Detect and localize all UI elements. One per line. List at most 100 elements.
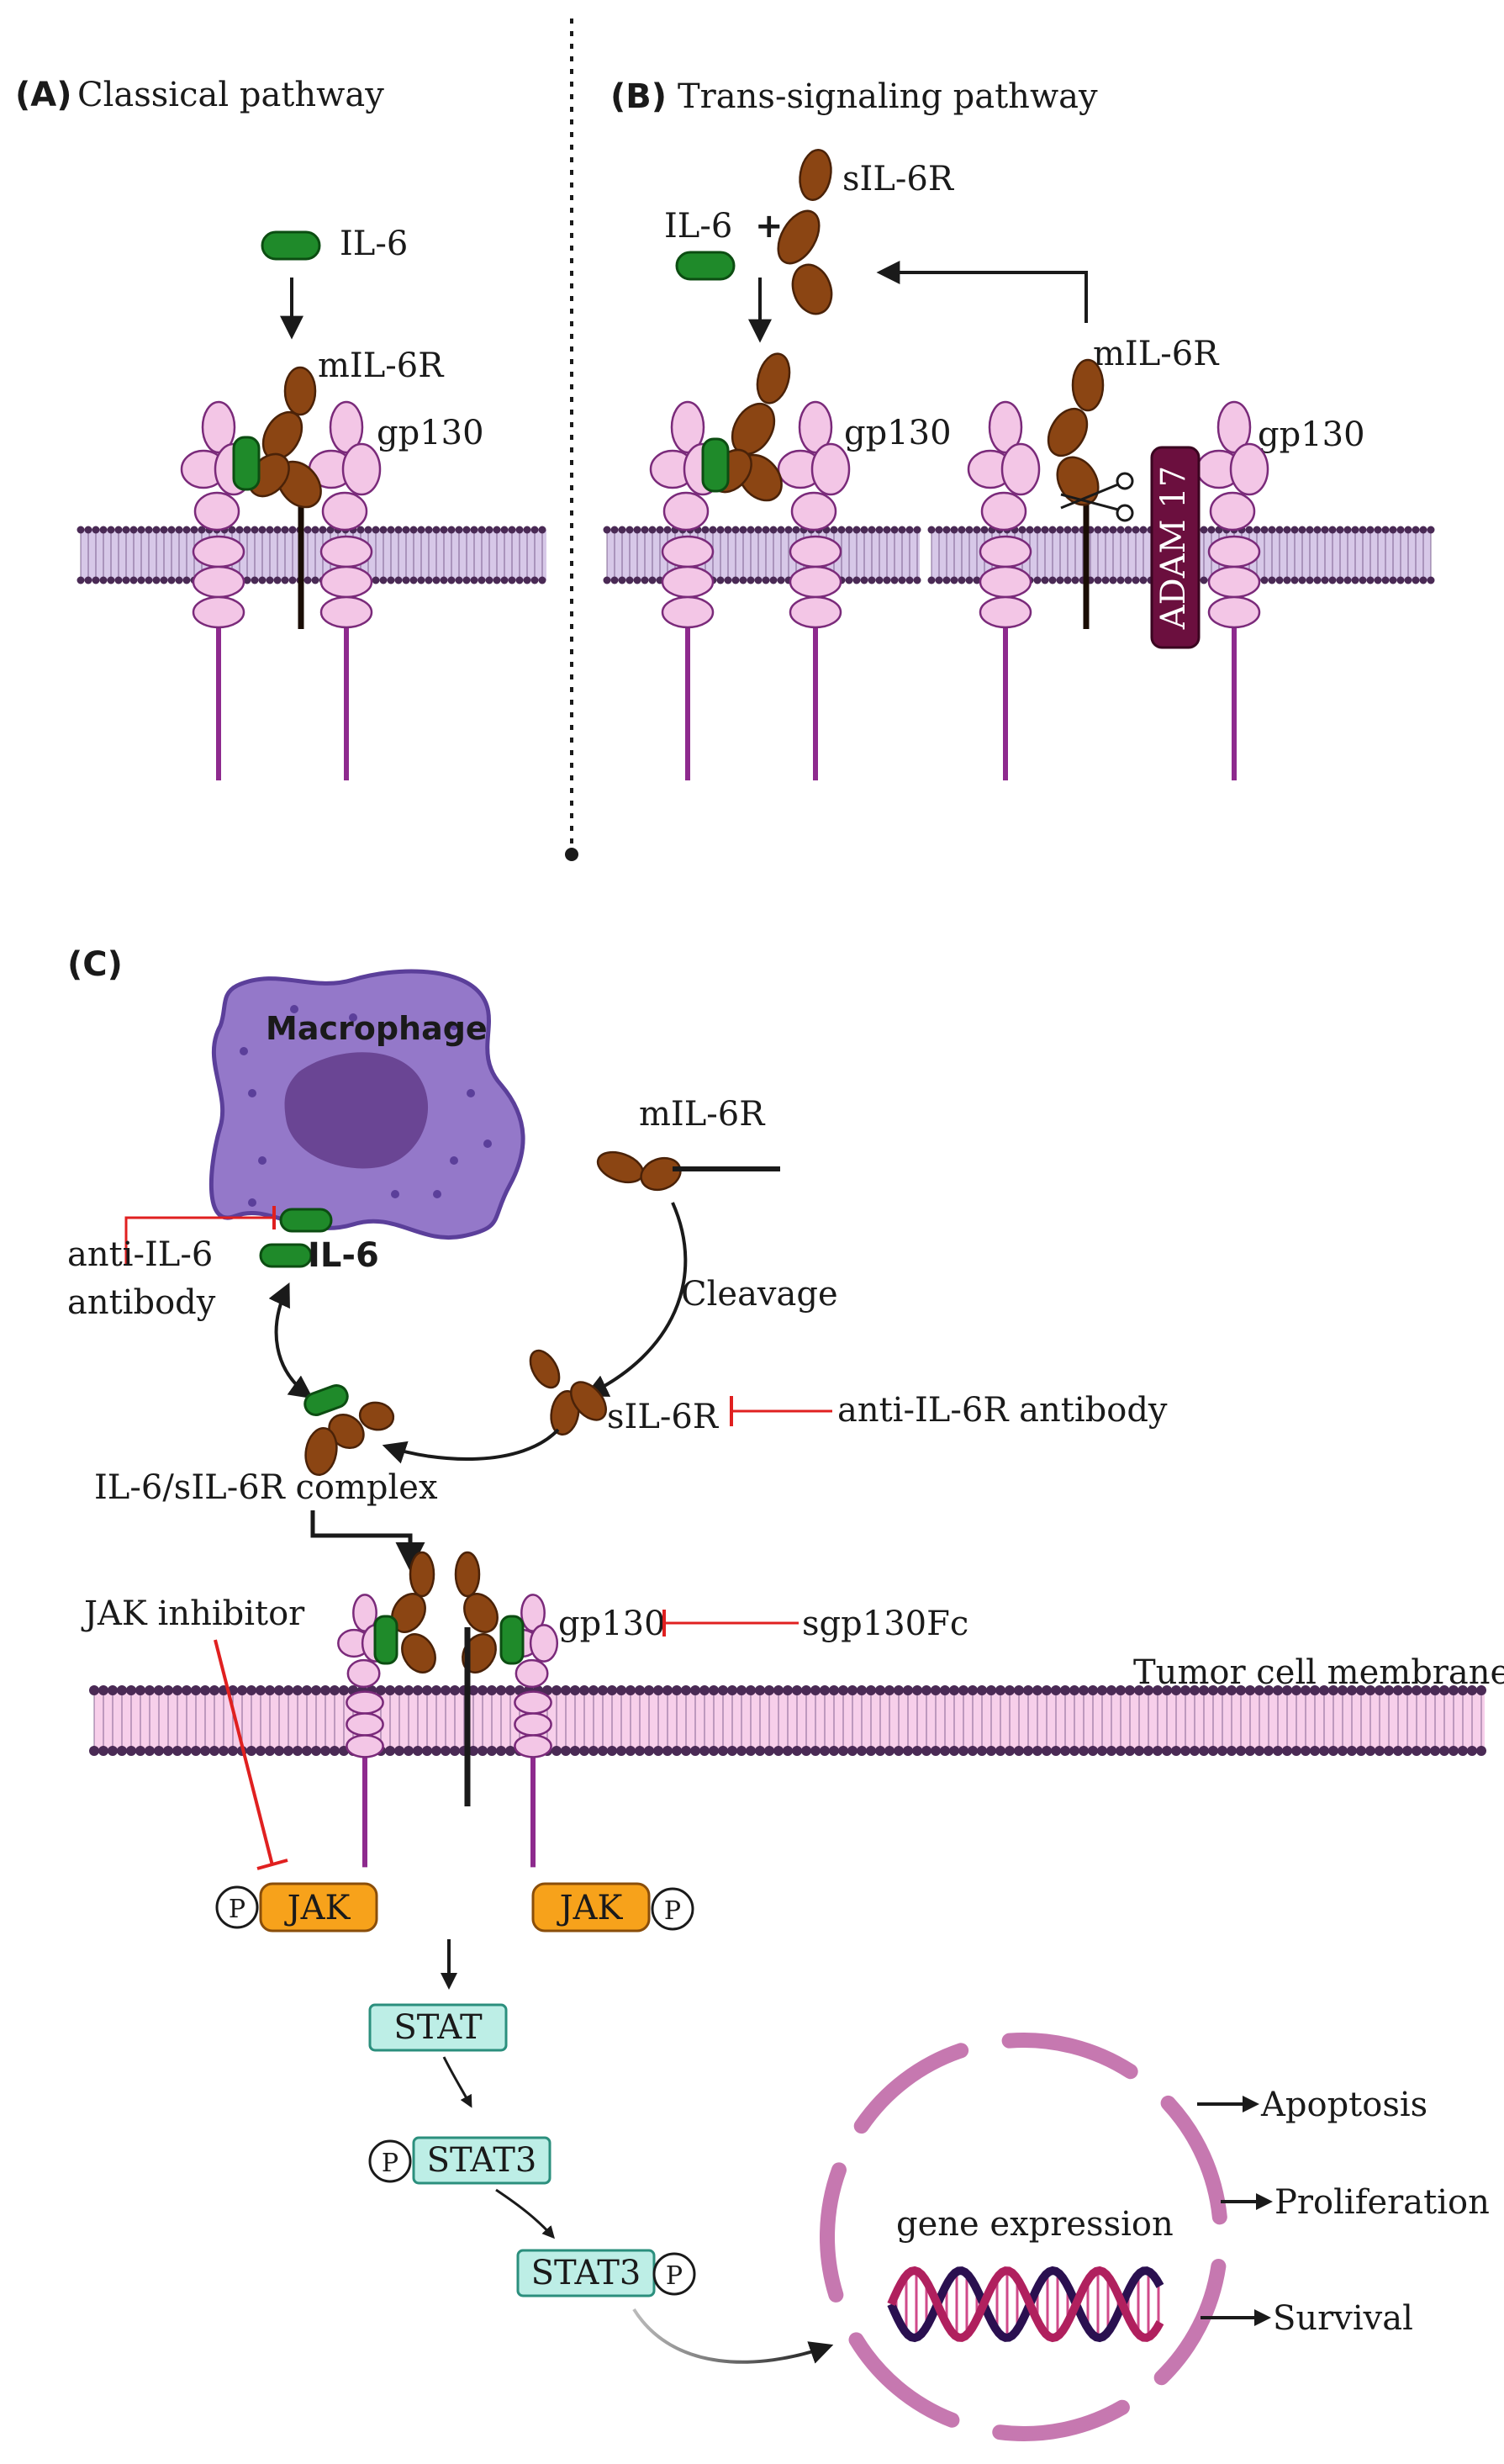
membrane-c-lipid-head: [1356, 1746, 1366, 1756]
membrane-c-lipid-head: [1125, 1685, 1135, 1695]
membrane-a-lipid-head: [500, 526, 509, 534]
anti-il6-label-1: anti-IL-6: [67, 1235, 213, 1274]
membrane-c-lipid-head: [1365, 1685, 1375, 1695]
membrane-b-left-lipid-head: [633, 526, 641, 534]
phospho-label-jak-right: P: [664, 1896, 681, 1926]
membrane-a-lipid-head: [145, 576, 153, 584]
membrane-a-lipid-head: [167, 576, 176, 584]
gp130-domain: [514, 1690, 552, 1715]
membrane-b-left-lipid-head: [762, 526, 770, 534]
membrane-c-lipid-head: [89, 1685, 99, 1695]
membrane-c-lipid-head: [1088, 1746, 1098, 1756]
membrane-b-left-lipid-head: [784, 526, 793, 534]
membrane-c-lipid-head: [182, 1685, 192, 1695]
membrane-b-left-lipid-head: [868, 526, 876, 534]
sil6r-receptor-c: [529, 1349, 607, 1436]
membrane-c-lipid-head: [478, 1685, 488, 1695]
membrane-c-lipid-head: [117, 1746, 127, 1756]
phospho-label-stat3-b: P: [666, 2261, 683, 2291]
membrane-a-lipid-head: [440, 576, 448, 584]
membrane-b-right-lipid-head: [1132, 526, 1140, 534]
membrane-b-right-lipid-head: [1033, 526, 1042, 534]
membrane-b-right-lipid-head: [1132, 576, 1140, 584]
membrane-a-lipid-head: [493, 576, 501, 584]
membrane-c-lipid-head: [320, 1746, 330, 1756]
membrane-c-lipid-head: [921, 1746, 931, 1756]
membrane-c-lipid-head: [1051, 1685, 1061, 1695]
membrane-c-lipid-head: [478, 1746, 488, 1756]
stat-to-stat3-arrow: [442, 2056, 472, 2108]
membrane-b-left-lipid-head: [663, 526, 672, 534]
gp130-domain: [346, 1690, 384, 1715]
nuclear-membrane-segment: [1001, 2033, 1138, 2080]
membrane-c-lipid-head: [1439, 1685, 1449, 1695]
il6-bound-b: [701, 437, 730, 493]
membrane-b-right-lipid-head: [1048, 526, 1057, 534]
il6-bound-c-left: [373, 1615, 398, 1665]
membrane-c-lipid-head: [635, 1746, 645, 1756]
membrane-a-lipid-head: [402, 576, 410, 584]
membrane-b-right-lipid-head: [950, 526, 958, 534]
membrane-b-right-lipid-head: [1124, 526, 1132, 534]
membrane-c-lipid-head: [89, 1746, 99, 1756]
sil6r-label-c: sIL-6R: [607, 1398, 720, 1436]
gp130-receptor-b2: [777, 400, 851, 780]
membrane-c-lipid-head: [912, 1746, 922, 1756]
membrane-c-lipid-head: [1310, 1685, 1320, 1695]
stat3-box-a: [412, 2136, 551, 2185]
il6-in-complex: [303, 1384, 349, 1416]
gp130-domain: [979, 565, 1032, 599]
membrane-c-lipid-head: [237, 1685, 247, 1695]
membrane-c-lipid-head: [607, 1746, 617, 1756]
membrane-c-lipid-head: [487, 1685, 497, 1695]
membrane-c-lipid-head: [1032, 1685, 1042, 1695]
granule: [450, 1156, 458, 1165]
il6r-dimer-right: [454, 1551, 499, 1674]
membrane-c-lipid-head: [1199, 1685, 1209, 1695]
gp130-receptor-a1: [180, 400, 254, 780]
membrane-c-lipid-head: [949, 1746, 959, 1756]
membrane-b-left-lipid-head: [905, 576, 914, 584]
membrane-c-lipid-head: [1384, 1685, 1394, 1695]
complex-to-gp130-arrow: [310, 1510, 425, 1572]
gp130-label-a: gp130: [377, 414, 484, 452]
membrane-b-left-lipid-head: [739, 576, 747, 584]
membrane-a-lipid-head: [485, 526, 493, 534]
membrane-b-right-lipid-head: [1056, 576, 1064, 584]
membrane-b-right-lipid-head: [1389, 576, 1397, 584]
membrane-c-lipid-head: [727, 1685, 737, 1695]
membrane-b-left-lipid-head: [747, 526, 755, 534]
gp130-domain: [790, 491, 837, 531]
membrane-c-lipid-head: [496, 1685, 506, 1695]
adam17-protease: [1150, 446, 1201, 649]
membrane-c-lipid-head: [98, 1746, 108, 1756]
membrane-b-left-lipid-head: [625, 576, 634, 584]
gp130-domain: [201, 400, 236, 454]
membrane-b-right-lipid-head: [1298, 526, 1306, 534]
membrane-a-lipid-head: [122, 576, 130, 584]
gp130-domain: [329, 400, 364, 454]
membrane-c-lipid-head: [1005, 1746, 1015, 1756]
membrane-a-lipid-head: [387, 526, 395, 534]
gene-expression-label: gene expression: [896, 2205, 1174, 2244]
receptor-domain: [799, 149, 832, 201]
granule: [240, 1047, 248, 1055]
membrane-c-lipid-head: [228, 1746, 238, 1756]
membrane-b-right-lipid-head: [1396, 576, 1405, 584]
receptor-domain: [596, 1150, 645, 1184]
membrane-c-lipid-head: [135, 1685, 145, 1695]
membrane-b-right-lipid-head: [950, 576, 958, 584]
membrane-c-lipid-head: [330, 1746, 340, 1756]
membrane-c-lipid-head: [1476, 1685, 1486, 1695]
membrane-b-right-lipid-head: [1063, 576, 1072, 584]
membrane-c-lipid-head: [1236, 1746, 1246, 1756]
membrane-b-right-lipid-head: [965, 526, 974, 534]
membrane-c-lipid-head: [1116, 1685, 1126, 1695]
membrane-c-lipid-head: [1291, 1746, 1301, 1756]
membrane-a-lipid-head: [356, 526, 365, 534]
membrane-b-right-lipid-head: [1396, 526, 1405, 534]
granule: [258, 1156, 266, 1165]
gp130-label-b-left: gp130: [844, 414, 952, 452]
membrane-a-lipid-head: [425, 576, 433, 584]
